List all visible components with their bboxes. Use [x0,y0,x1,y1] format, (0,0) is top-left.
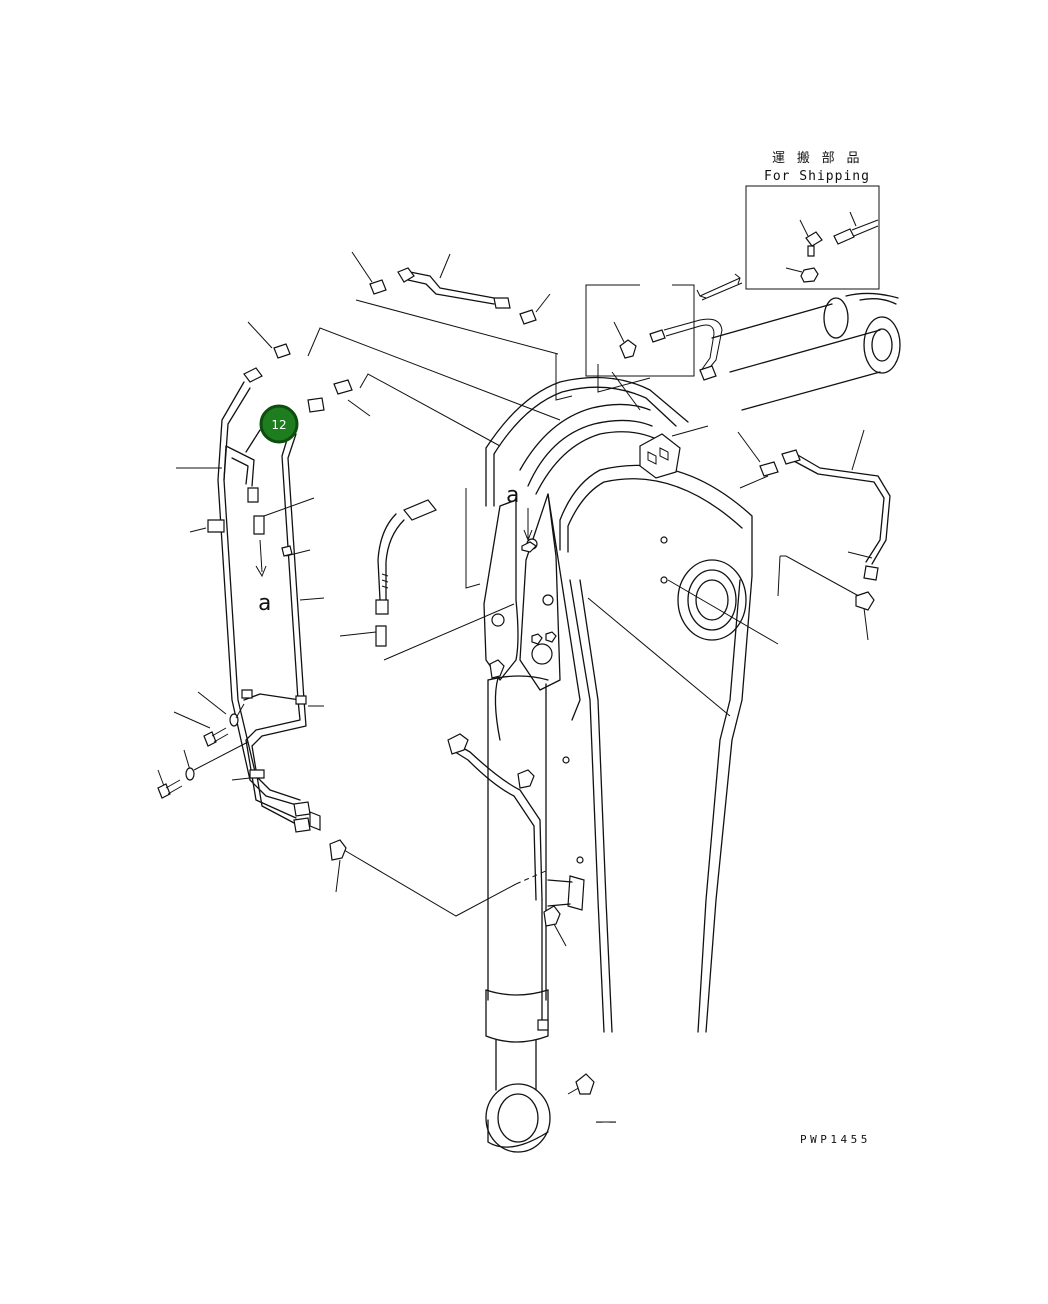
shipping-box [745,185,880,290]
center-hose [375,499,437,647]
fitting-icon [575,1073,595,1095]
left-hydraulic-pipes [207,367,321,833]
link-plates [483,493,581,721]
cylinder-pipe [447,659,585,1031]
washer-icon [185,767,195,781]
elbow-fitting-icon [799,219,823,257]
nut-icon [785,267,819,283]
leader-lines [157,251,873,1123]
bolt-icon [203,727,229,747]
bolt-icon [157,779,183,799]
callout-label: 12 [271,418,286,432]
right-side-pipe [699,365,891,611]
view-marks: a a [258,483,533,616]
detail-box-group [585,284,723,377]
footer-mark: – – [596,1115,616,1128]
callout-12[interactable]: 12 [259,404,299,444]
arm-cylinder [485,675,584,1153]
boom-pin-cylinder [711,292,901,411]
boom-structure [485,376,753,1033]
drawing-code: PWP1455 [800,1133,871,1146]
upper-hose [273,267,537,413]
view-mark-a-left: a [258,591,271,616]
fitting-icon [543,905,561,927]
double-arrow-icon [696,273,743,301]
bolts-washers [157,703,595,1095]
callout-marker[interactable] [259,404,299,444]
shipping-parts-group: 運 搬 部 品 For Shipping [696,151,880,301]
hose-end-icon [833,211,879,245]
fitting-icon [329,839,347,861]
shipping-jp-label: 運 搬 部 品 [772,151,861,166]
pipe-fitting-icon [613,321,637,359]
shipping-en-label: For Shipping [764,169,870,184]
view-mark-a-center: a [506,483,519,508]
hose-icon [649,318,723,373]
